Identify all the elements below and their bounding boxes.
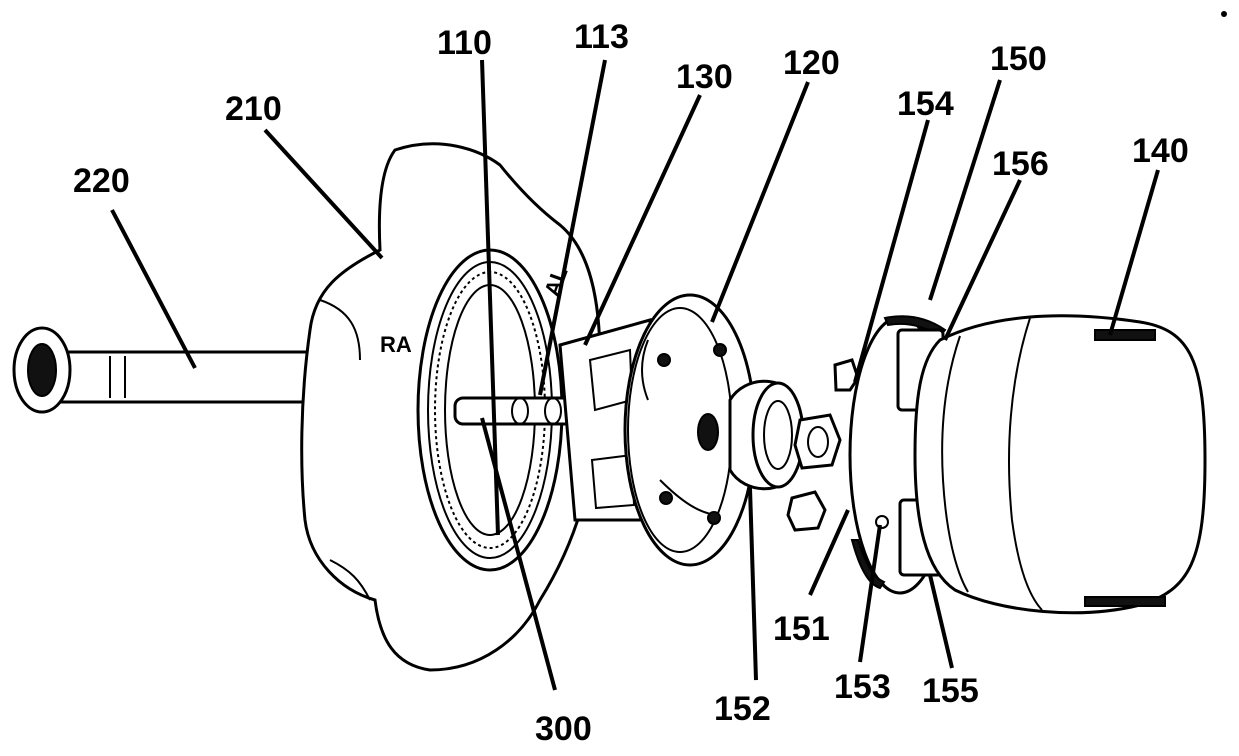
label-220: 220 bbox=[73, 162, 130, 200]
label-155: 155 bbox=[922, 672, 979, 710]
label-150: 150 bbox=[990, 40, 1047, 78]
label-110: 110 bbox=[437, 24, 492, 62]
shaft-220 bbox=[14, 328, 315, 412]
leader-140 bbox=[1110, 170, 1158, 335]
label-153: 153 bbox=[834, 668, 891, 706]
leader-155 bbox=[930, 575, 952, 668]
collar-152 bbox=[730, 381, 803, 489]
corner-dot bbox=[1221, 11, 1227, 17]
label-140: 140 bbox=[1132, 132, 1189, 170]
leader-220 bbox=[112, 210, 195, 368]
label-210: 210 bbox=[225, 90, 282, 128]
label-156: 156 bbox=[992, 145, 1049, 183]
leader-152 bbox=[750, 488, 756, 680]
leader-156 bbox=[945, 180, 1020, 340]
label-120: 120 bbox=[783, 44, 840, 82]
leader-210 bbox=[265, 130, 382, 258]
label-154: 154 bbox=[897, 85, 954, 123]
label-152: 152 bbox=[714, 690, 771, 728]
label-300: 300 bbox=[535, 710, 592, 748]
cover-cap-140 bbox=[915, 316, 1205, 613]
label-113: 113 bbox=[574, 18, 629, 56]
knob-marking-front: RA bbox=[380, 332, 412, 357]
label-130: 130 bbox=[676, 58, 733, 96]
fastener-nuts bbox=[788, 360, 858, 530]
label-151: 151 bbox=[773, 610, 830, 648]
leader-120 bbox=[712, 82, 808, 322]
